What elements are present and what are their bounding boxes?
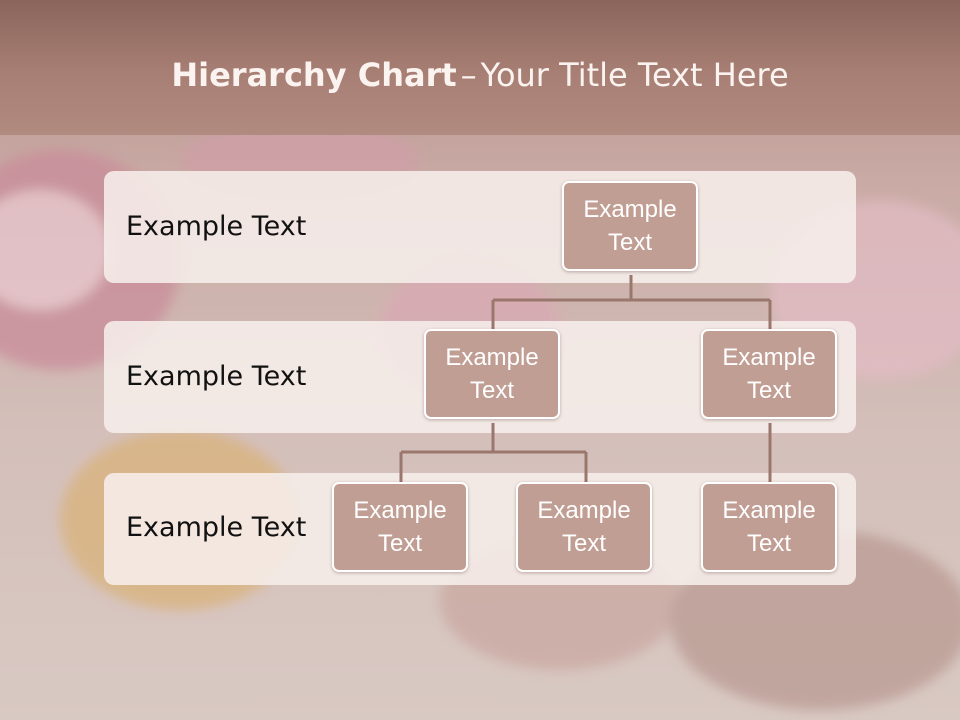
title-band [0, 0, 960, 135]
node-leaf-3[interactable]: Example Text [701, 482, 837, 572]
node-root[interactable]: Example Text [562, 181, 698, 271]
slide-title: Hierarchy Chart–Your Title Text Here [0, 56, 960, 94]
node-leaf-1[interactable]: Example Text [332, 482, 468, 572]
level-label-3: Example Text [126, 512, 307, 543]
node-mid-left[interactable]: Example Text [424, 329, 560, 419]
level-label-1: Example Text [126, 211, 307, 242]
title-bold-part: Hierarchy Chart [171, 56, 457, 94]
node-leaf-2[interactable]: Example Text [516, 482, 652, 572]
title-rest: Your Title Text Here [480, 56, 789, 94]
level-band-1 [104, 171, 856, 283]
node-mid-right[interactable]: Example Text [701, 329, 837, 419]
level-label-2: Example Text [126, 361, 307, 392]
title-dash: – [460, 56, 477, 94]
